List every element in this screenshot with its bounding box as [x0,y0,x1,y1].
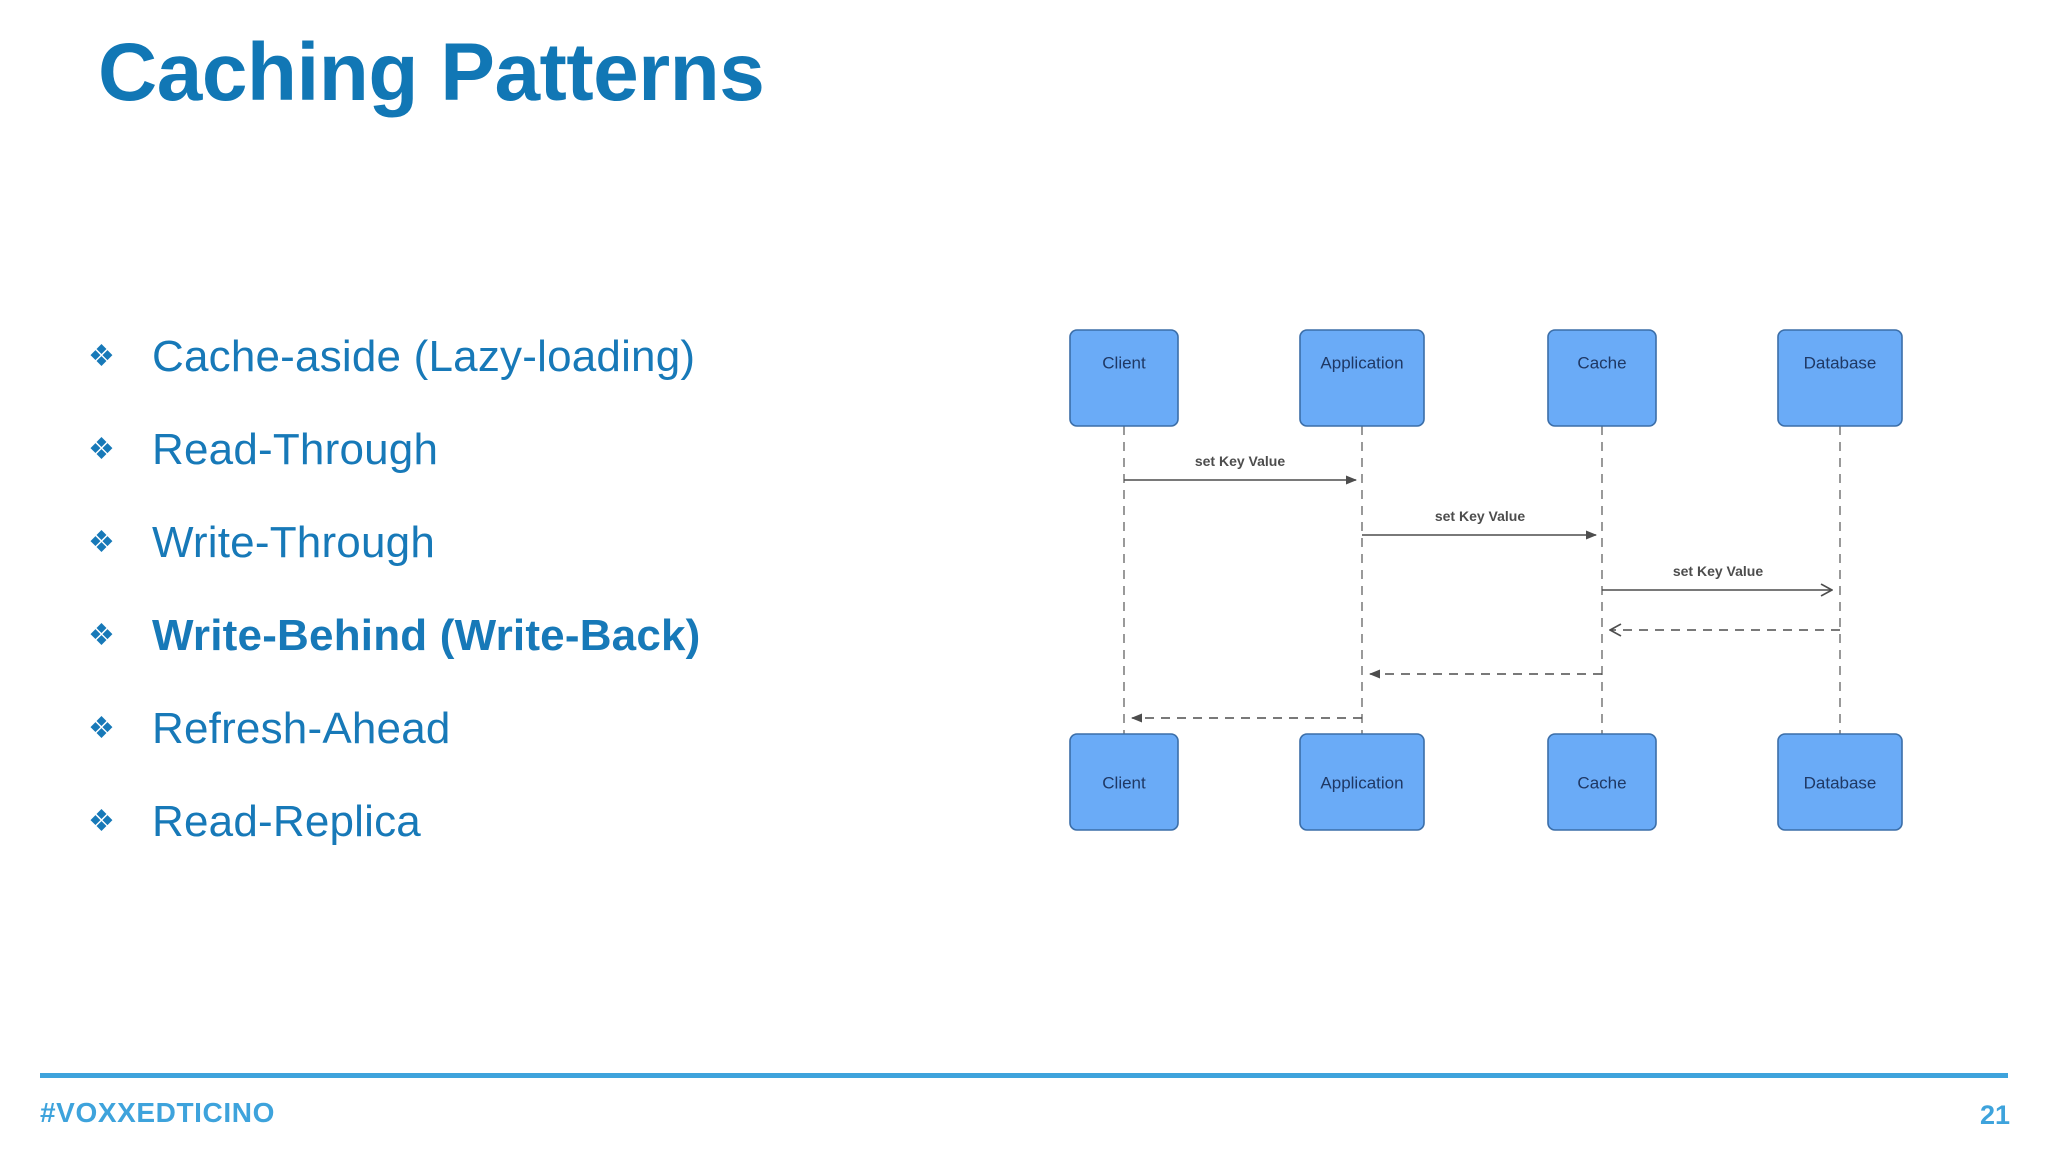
lifelines [1123,426,1841,734]
page-title: Caching Patterns [98,27,765,118]
diamond-bullet-icon: ❖ [88,804,115,838]
list-item-label: Cache-aside (Lazy-loading) [152,331,696,381]
participant-box-cache-top[interactable]: Cache [1547,329,1657,427]
participant-box-database-top[interactable]: Database [1777,329,1903,427]
diamond-bullet-icon: ❖ [88,339,115,373]
participant-box-application-top[interactable]: Application [1299,329,1425,427]
list-item-label: Write-Through [152,517,435,567]
list-item[interactable]: ❖ Read-Through [80,403,960,496]
list-item-label: Write-Behind (Write-Back) [152,610,701,660]
list-item[interactable]: ❖ Write-Through [80,496,960,589]
write-behind-sequence-diagram: Client Application Cache Database set Ke… [1060,300,1970,840]
message-application-to-cache: set Key Value [1362,508,1597,540]
list-item-label: Refresh-Ahead [152,703,451,753]
participant-box-application-bottom[interactable]: Application [1299,733,1425,831]
list-item[interactable]: ❖ Read-Replica [80,775,960,868]
participant-box-cache-bottom[interactable]: Cache [1547,733,1657,831]
message-client-to-application: set Key Value [1124,453,1357,485]
list-item[interactable]: ❖ Refresh-Ahead [80,682,960,775]
participant-label: Cache [1577,353,1626,372]
list-item-label: Read-Through [152,424,439,474]
diamond-bullet-icon: ❖ [88,525,115,559]
participant-label: Application [1320,773,1403,792]
participant-box-client-bottom[interactable]: Client [1069,733,1179,831]
list-item[interactable]: ❖ Cache-aside (Lazy-loading) [80,310,960,403]
message-label: set Key Value [1435,508,1525,524]
message-label: set Key Value [1673,563,1763,579]
caching-patterns-list: ❖ Cache-aside (Lazy-loading) ❖ Read-Thro… [80,310,960,868]
participant-label: Cache [1577,773,1626,792]
footer-hashtag: #VOXXEDTICINO [40,1097,275,1128]
participant-label: Database [1804,353,1877,372]
diamond-bullet-icon: ❖ [88,618,115,652]
participant-box-database-bottom[interactable]: Database [1777,733,1903,831]
participant-label: Database [1804,773,1877,792]
message-label: set Key Value [1195,453,1285,469]
diamond-bullet-icon: ❖ [88,711,115,745]
list-item-label: Read-Replica [152,796,421,846]
participant-label: Application [1320,353,1403,372]
message-cache-to-database: set Key Value [1602,563,1832,590]
list-item-highlighted[interactable]: ❖ Write-Behind (Write-Back) [80,589,960,682]
footer-divider [40,1073,2008,1078]
page-number: 21 [1979,1100,2010,1130]
participant-label: Client [1102,353,1146,372]
participant-label: Client [1102,773,1146,792]
participant-box-client-top[interactable]: Client [1069,329,1179,427]
diamond-bullet-icon: ❖ [88,432,115,466]
